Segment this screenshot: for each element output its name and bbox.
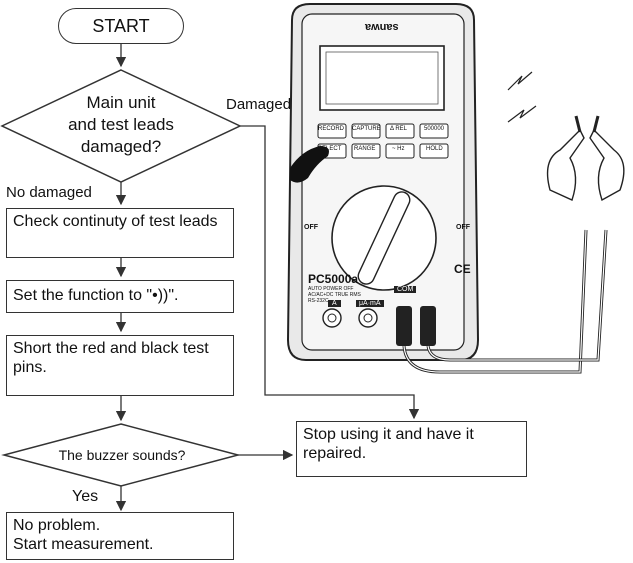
end-line1: No problem. — [13, 517, 101, 534]
jack-com-label: COM — [394, 286, 417, 293]
meter-model-sub2: AC/AC+DC TRUE RMS — [308, 292, 361, 298]
btn-hz: ~ Hz — [392, 146, 405, 152]
decision-buzzer-text: The buzzer sounds? — [58, 447, 186, 463]
end-box: No problem. Start measurement. — [6, 512, 234, 560]
decision-damaged-text: Main unit and test leads damaged? — [40, 92, 202, 158]
multimeter-illustration — [286, 3, 625, 374]
yes-label: Yes — [72, 488, 99, 505]
btn-hold: HOLD — [426, 146, 443, 152]
step-short-pins: Short the red and black test pins. — [6, 335, 234, 396]
meter-model-sub1: AUTO POWER OFF — [308, 286, 354, 292]
damaged-label: Damaged — [226, 96, 292, 113]
end-line2: Start measurement. — [13, 536, 154, 553]
meter-model: PC5000a — [308, 272, 359, 286]
decision-damaged-line3: damaged? — [80, 137, 162, 156]
btn-capture: CAPTURE — [352, 126, 381, 132]
step-check-continuity: Check continuty of test leads — [6, 208, 234, 258]
decision-damaged-line1: Main unit — [86, 93, 156, 112]
btn-record: RECORD — [318, 126, 345, 132]
jack-ua-label: μA·mA — [356, 300, 384, 307]
step-set-function: Set the function to "•))". — [6, 280, 234, 313]
meter-brand: sanwa — [365, 21, 399, 33]
btn-rel: Δ REL — [390, 126, 408, 132]
btn-500000: 500000 — [424, 126, 445, 132]
btn-select: SELECT — [318, 146, 342, 152]
decision-damaged-line2: and test leads — [68, 115, 174, 134]
ce-mark: CE — [454, 262, 471, 276]
step-stop-repair: Stop using it and have it repaired. — [296, 421, 527, 477]
start-label: START — [92, 16, 150, 36]
jack-a-label: A — [328, 300, 341, 307]
off-right: OFF — [456, 224, 470, 231]
meter-model-sub3: RS-232C — [308, 298, 329, 304]
off-left: OFF — [304, 224, 318, 231]
no-damaged-label: No damaged — [6, 184, 92, 201]
btn-range: RANGE — [354, 146, 376, 152]
start-terminal: START — [58, 8, 184, 44]
